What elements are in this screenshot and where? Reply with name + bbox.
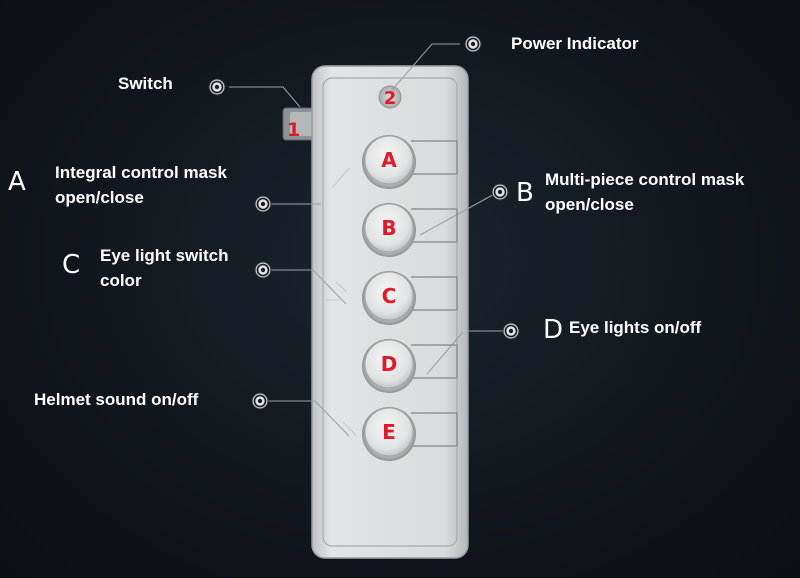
button-b-face xyxy=(364,203,414,253)
button-c-letter: C xyxy=(382,284,397,308)
switch-marker-number: 1 xyxy=(287,119,300,141)
button-e-letter: E xyxy=(382,420,396,444)
switch-label: Switch xyxy=(118,74,173,93)
button-b[interactable]: B xyxy=(362,203,416,257)
callout-letter-c: C xyxy=(62,250,81,280)
button-e[interactable]: E xyxy=(362,407,416,461)
button-d[interactable]: D xyxy=(362,339,416,393)
callout-c-line1: Eye light switch xyxy=(100,246,229,265)
callout-a-dot-center xyxy=(260,201,266,207)
callout-d-line1: Eye lights on/off xyxy=(569,318,702,337)
callout-letter-d: D xyxy=(543,315,564,345)
button-a-rail xyxy=(411,140,458,175)
callout-power-dot-ring xyxy=(466,37,480,51)
button-b-rail xyxy=(411,208,458,243)
callout-a-line1: Integral control mask xyxy=(55,163,227,182)
callout-c-target-dot-icon xyxy=(254,261,272,279)
power-marker-number: 2 xyxy=(384,88,397,109)
button-d-letter: D xyxy=(381,352,398,376)
button-column: A B C D E xyxy=(362,135,416,461)
callout-e-line1: Helmet sound on/off xyxy=(34,390,199,409)
leader-lines xyxy=(229,43,511,437)
button-rails xyxy=(411,140,458,447)
callout-b-line1: Multi-piece control mask xyxy=(545,170,745,189)
callout-e-dot-center xyxy=(257,398,263,404)
callout-e-dot-ring xyxy=(253,394,267,408)
callout-c-dot-center xyxy=(260,267,266,273)
callout-switch-dot-ring xyxy=(210,80,224,94)
button-d-face xyxy=(364,339,414,389)
button-c[interactable]: C xyxy=(362,271,416,325)
callout-b-target-dot-icon xyxy=(491,183,509,201)
callout-b-dot-center xyxy=(497,189,503,195)
callout-b-dot-ring xyxy=(493,185,507,199)
power-indicator-light xyxy=(378,85,402,109)
callout-c-line2: color xyxy=(100,271,142,290)
callout-switch-target-dot-icon xyxy=(208,78,226,96)
button-a[interactable]: A xyxy=(362,135,416,189)
callout-d-target-dot-icon xyxy=(502,322,520,340)
callout-a-line2: open/close xyxy=(55,188,144,207)
button-a-face xyxy=(364,135,414,185)
button-e-face xyxy=(364,407,414,457)
button-c-rail xyxy=(411,276,458,311)
callout-a-dot-ring xyxy=(256,197,270,211)
button-a-letter: A xyxy=(381,148,397,172)
button-b-letter: B xyxy=(381,216,396,240)
callout-a-target-dot-icon xyxy=(254,195,272,213)
button-e-rail xyxy=(411,412,458,447)
callout-e-target-dot-icon xyxy=(251,392,269,410)
button-d-rail xyxy=(411,344,458,379)
button-c-face xyxy=(364,271,414,321)
side-switch[interactable] xyxy=(282,107,318,141)
callout-b-line2: open/close xyxy=(545,195,634,214)
callout-letter-b: B xyxy=(516,178,534,208)
callout-power-target-dot-icon xyxy=(464,35,482,53)
callout-d-dot-ring xyxy=(504,324,518,338)
callout-power-dot-center xyxy=(470,41,476,47)
callout-markers xyxy=(208,35,520,410)
callout-c-dot-ring xyxy=(256,263,270,277)
callout-letter-a: A xyxy=(8,167,26,197)
callout-switch-dot-center xyxy=(214,84,220,90)
callout-d-dot-center xyxy=(508,328,514,334)
power-indicator-label: Power Indicator xyxy=(511,34,639,53)
